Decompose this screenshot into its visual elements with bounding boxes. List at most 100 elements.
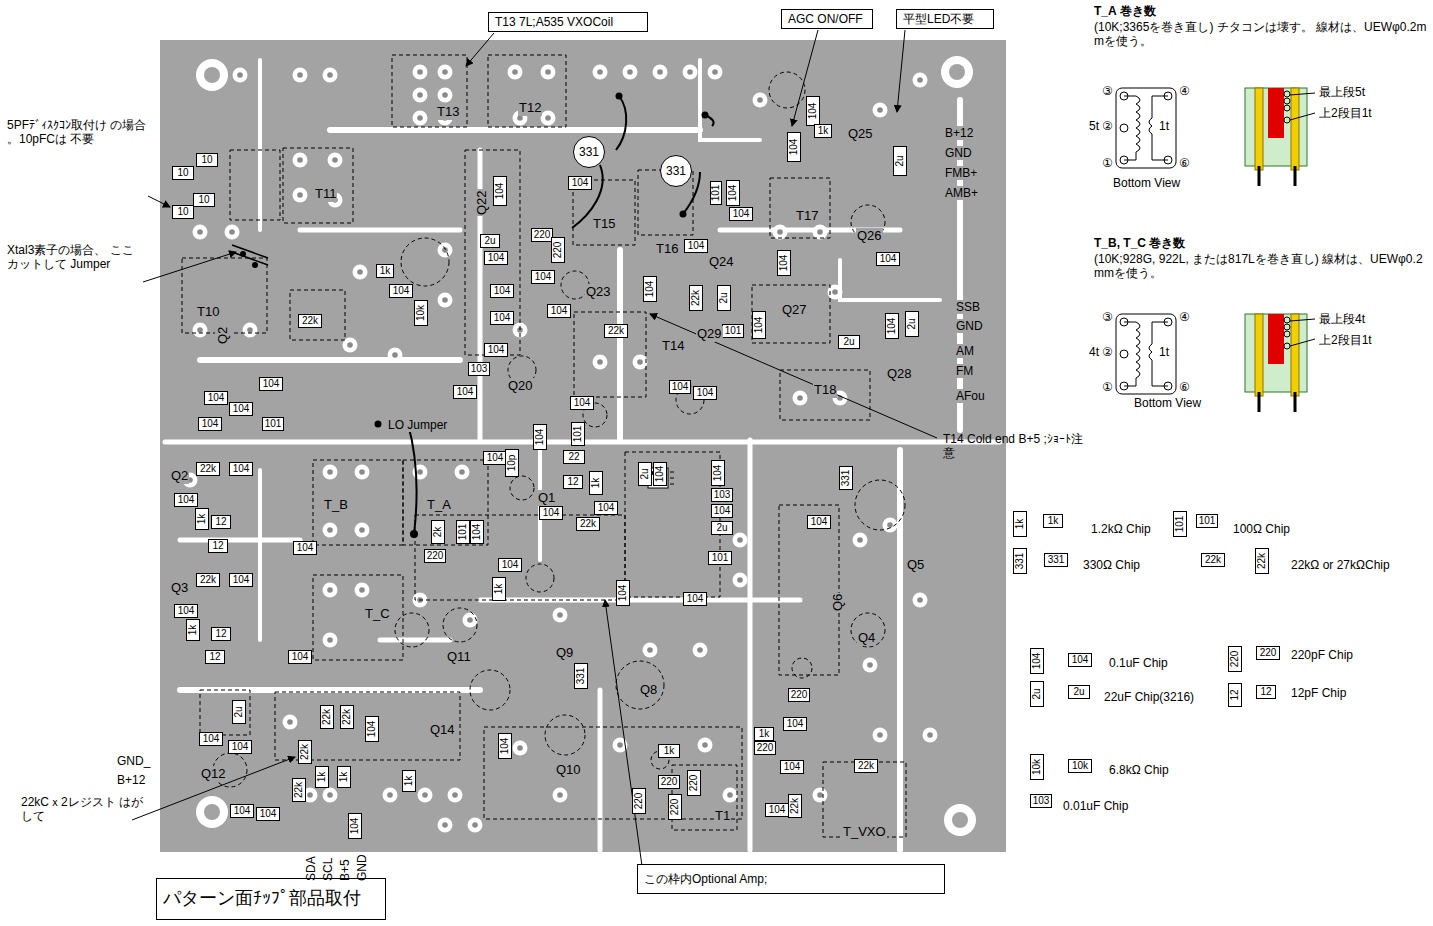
part-value: 104 (1072, 655, 1089, 665)
text-label: 上2段目1t (1318, 106, 1373, 120)
chip-part: 1k (658, 744, 680, 758)
part-value: 104 (572, 178, 589, 188)
chip-part: 22k (1201, 553, 1225, 567)
chip-part: 104 (752, 311, 766, 339)
board-graphic (1259, 166, 1295, 186)
text-label: 12pF Chip (1290, 686, 1347, 700)
chip-part: 104 (683, 592, 707, 606)
part-value: 220 (1230, 651, 1240, 668)
text-label: SDA (304, 855, 318, 882)
chip-part: 104 (729, 207, 753, 221)
part-value: 22k (294, 782, 304, 798)
chip-part: 104 (876, 252, 900, 266)
board-graphic (593, 65, 608, 80)
board-graphic (1284, 98, 1290, 104)
part-value: 104 (687, 594, 704, 604)
chip-part: 22k (320, 705, 334, 729)
part-value: 104 (574, 398, 591, 408)
chip-part: 2u (480, 234, 500, 248)
chip-part: 103 (711, 488, 733, 502)
board-graphic (605, 600, 642, 866)
part-value: 103 (471, 364, 488, 374)
part-value: 101 (265, 419, 282, 429)
chip-part: 104 (547, 304, 571, 318)
part-value: 10k (416, 305, 426, 321)
text-label: 330Ω Chip (1082, 558, 1141, 572)
part-value: 12 (215, 517, 226, 527)
board-graphic (408, 424, 416, 534)
board-graphic (323, 68, 338, 83)
part-value: 104 (203, 734, 220, 744)
board-graphic (148, 196, 170, 207)
board-graphic (598, 690, 603, 850)
board-graphic (840, 260, 940, 300)
board-graphic (283, 148, 353, 223)
part-value: 331 (666, 165, 686, 177)
part-value: 104 (697, 388, 714, 398)
chip-part: 104 (204, 391, 228, 405)
part-value: 2u (484, 236, 495, 246)
part-value: 104 (393, 286, 410, 296)
part-value: 104 (535, 272, 552, 282)
part-value: 104 (655, 466, 665, 483)
board-graphic (455, 465, 470, 480)
part-value: 1k (664, 746, 675, 756)
chip-part: 10 (172, 205, 194, 219)
chip-part: 1k (315, 766, 329, 788)
chip-part: 104 (594, 501, 618, 515)
board-graphic (733, 573, 748, 588)
text-label: T18 (813, 382, 837, 398)
board-graphic (160, 40, 1006, 852)
board-graphic (484, 727, 742, 819)
board-graphic (353, 265, 368, 280)
chip-part: 104 (531, 270, 555, 284)
chip-part: 2u (838, 335, 860, 349)
board-graphic (313, 575, 403, 660)
board-graphic (204, 804, 220, 820)
chip-part: 10 (193, 193, 215, 207)
board-graphic (413, 111, 428, 126)
chip-part: 22k (196, 573, 220, 587)
text-label: Xtal3素子の場合、 ここカットして Jumper (6, 243, 146, 272)
part-value: 1k (1015, 519, 1025, 530)
chip-part: 1k (1043, 514, 1063, 528)
text-label: FMB+ (944, 166, 978, 180)
board-graphic (415, 515, 625, 600)
chip-part: 1k (589, 471, 603, 495)
board-graphic (526, 564, 554, 592)
chip-part: 104 (1030, 648, 1044, 674)
chip-part: 220 (1228, 646, 1242, 672)
text-label: 6.8kΩ Chip (1108, 763, 1170, 777)
text-label: Q29 (696, 326, 723, 342)
text-label: Q4 (857, 630, 876, 646)
part-value: 104 (728, 185, 738, 202)
board-graphic (510, 476, 534, 500)
part-value: 104 (645, 281, 655, 298)
board-graphic (465, 150, 520, 355)
board-graphic (944, 804, 976, 836)
board-graphic (180, 538, 300, 543)
board-graphic (413, 88, 428, 103)
chip-part: 104 (498, 558, 522, 572)
board-graphic (232, 245, 268, 258)
chip-part: 10k (414, 300, 428, 326)
board-graphic (616, 93, 623, 100)
part-value: 220 (670, 799, 680, 816)
board-graphic (1284, 105, 1290, 111)
part-value: 104 (178, 495, 195, 505)
part-value: 104 (500, 738, 510, 755)
chip-part: 104 (726, 180, 740, 206)
board-graphic (913, 593, 928, 608)
board-graphic (633, 355, 648, 370)
chip-part: 104 (484, 343, 508, 357)
part-value: 12 (212, 541, 223, 551)
chip-part: 2u (893, 146, 907, 176)
part-value: 104 (233, 464, 250, 474)
text-label: 0.1uF Chip (1108, 656, 1169, 670)
part-value: 22k (790, 798, 800, 814)
text-label: Q8 (639, 682, 658, 698)
chip-part: 1k (186, 619, 200, 641)
chip-part: 104 (198, 417, 222, 431)
text-label: 最上段5t (1318, 85, 1366, 99)
chip-part: 104 (293, 541, 317, 555)
